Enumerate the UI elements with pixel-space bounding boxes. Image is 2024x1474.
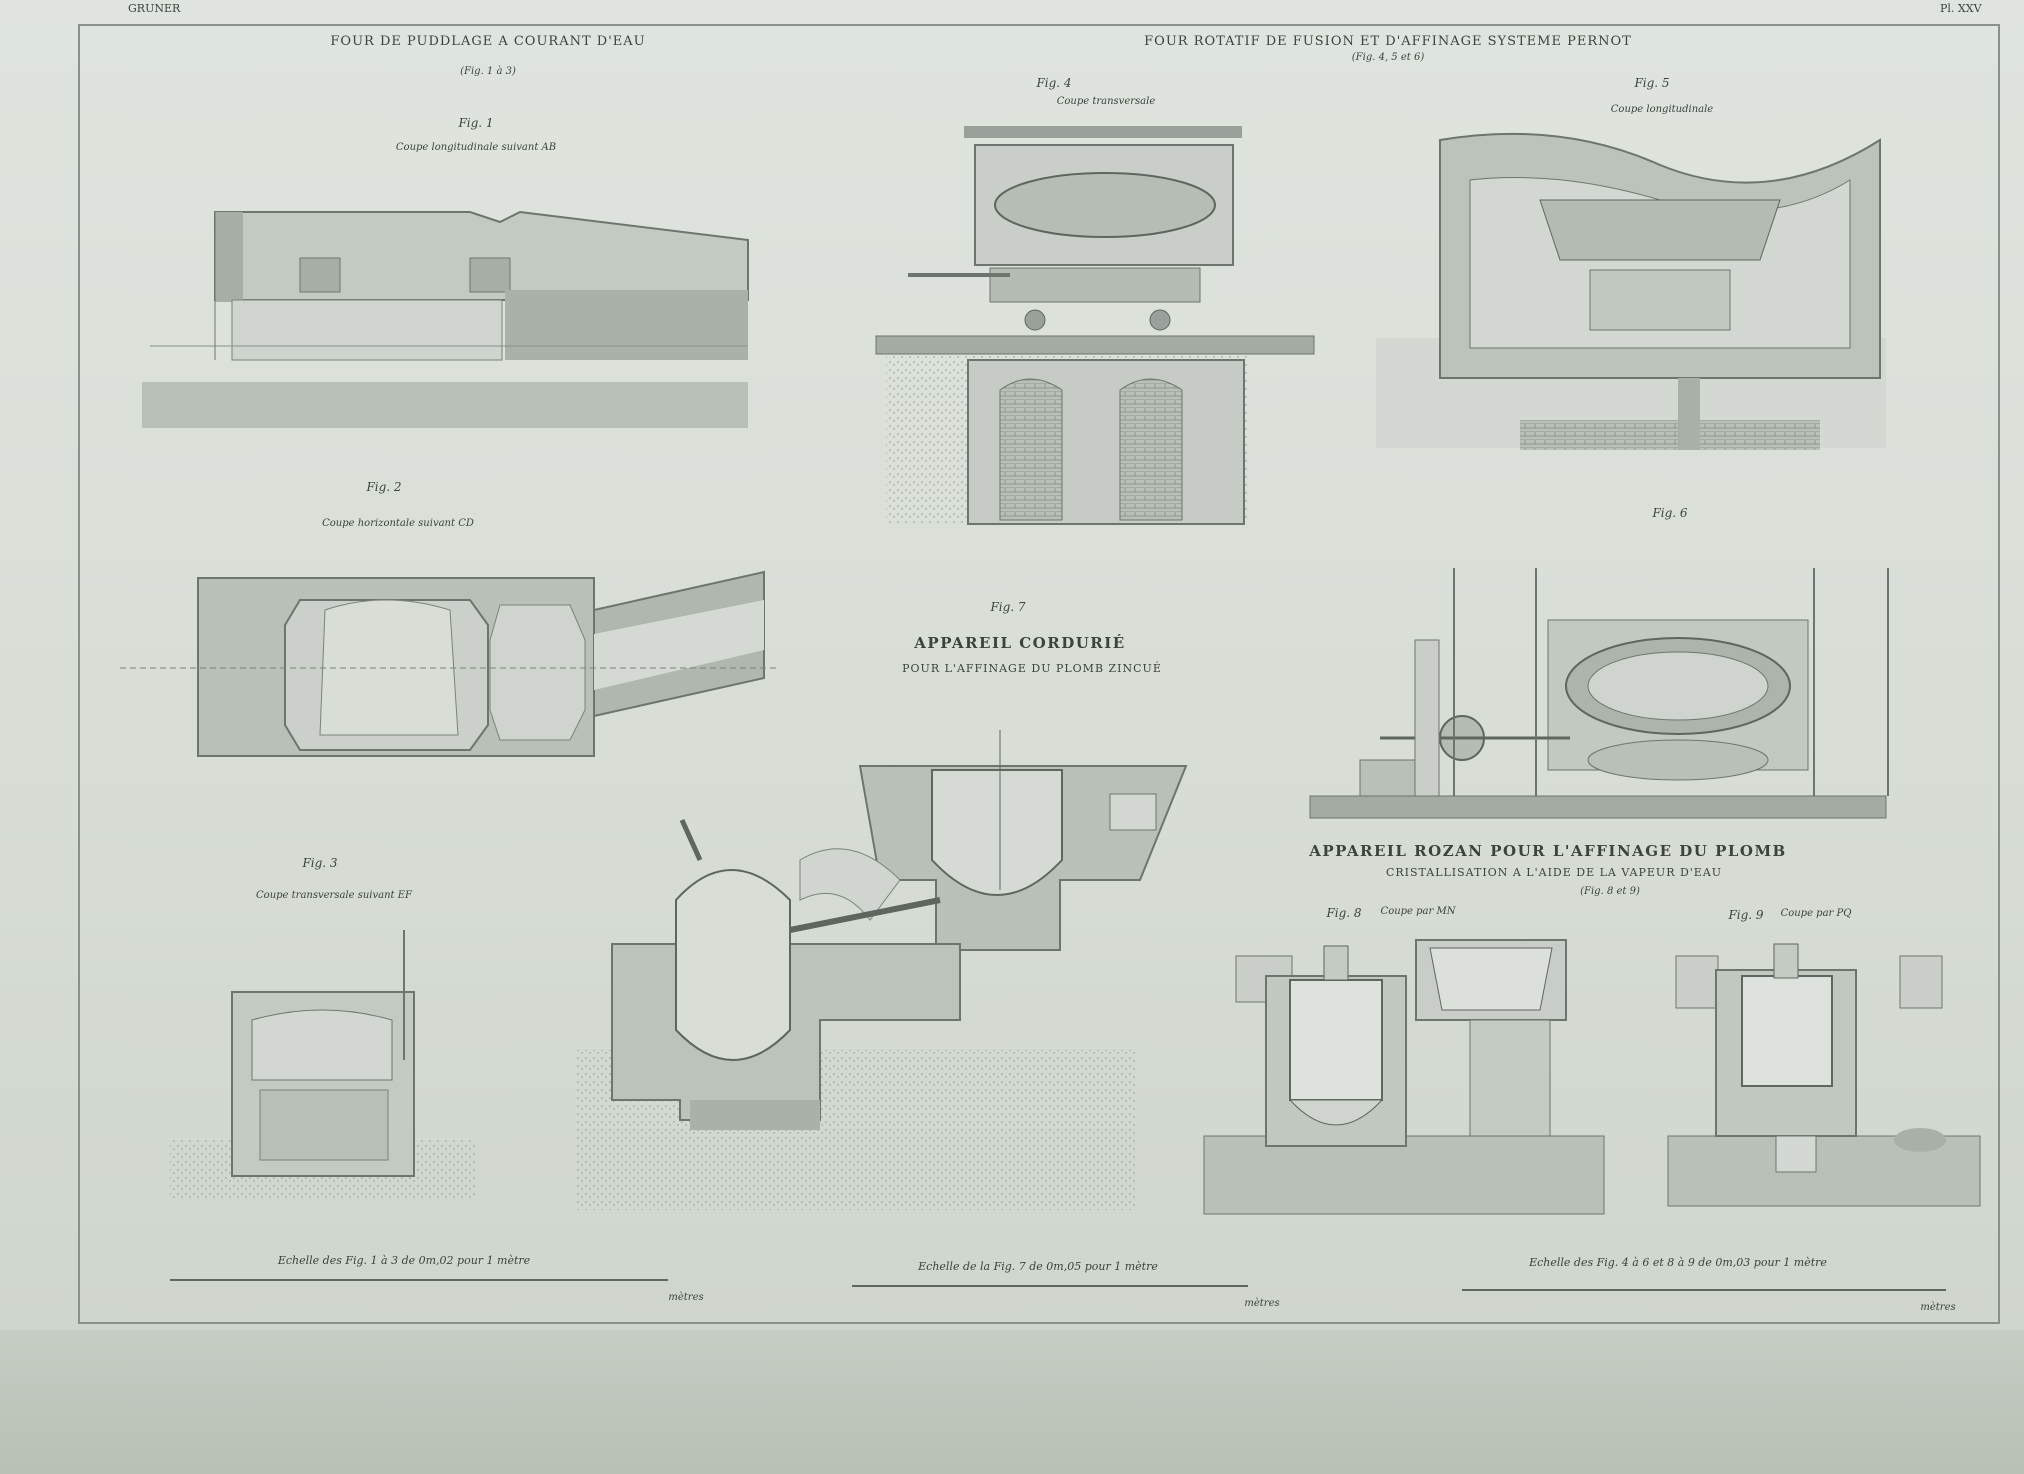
fig6-drawing: [1309, 568, 1889, 819]
fig2-label: Fig. 2: [366, 480, 402, 494]
scale-unit-3: mètres: [1920, 1302, 1956, 1313]
author-header: GRUNER: [128, 2, 181, 15]
fig9-caption: Coupe par PQ: [1780, 908, 1852, 919]
fig2-drawing: [120, 570, 780, 757]
rozan-figs: (Fig. 8 et 9): [1580, 886, 1640, 897]
table-shadow: [0, 1330, 2024, 1474]
rotary-furnace-figs: (Fig. 4, 5 et 6): [1351, 52, 1425, 63]
puddling-furnace-title: FOUR DE PUDDLAGE A COURANT D'EAU: [330, 34, 646, 49]
rozan-title: APPAREIL ROZAN POUR L'AFFINAGE DU PLOMB: [1309, 842, 1787, 860]
fig7-drawing: [576, 730, 1188, 1210]
plate-border: [78, 24, 2000, 1324]
fig2-caption: Coupe horizontale suivant CD: [322, 518, 474, 529]
fig1-label: Fig. 1: [458, 116, 494, 130]
fig1-drawing: [142, 210, 749, 428]
fig4-caption: Coupe transversale: [1056, 96, 1156, 107]
scale-unit-2: mètres: [1244, 1298, 1280, 1309]
scale-caption-figs-1-3: Echelle des Fig. 1 à 3 de 0m,02 pour 1 m…: [277, 1254, 531, 1267]
cordurie-subtitle: POUR L'AFFINAGE DU PLOMB ZINCUÉ: [902, 662, 1162, 675]
fig8-caption: Coupe par MN: [1380, 906, 1456, 917]
scale-unit-1: mètres: [668, 1292, 704, 1303]
fig8-label: Fig. 8: [1326, 906, 1362, 920]
fig5-drawing: [1376, 132, 1886, 450]
fig9-drawing: [1667, 943, 1981, 1207]
fig4-drawing: [875, 126, 1315, 525]
fig9-label: Fig. 9: [1728, 908, 1764, 922]
scale-caption-figs-4-9: Echelle des Fig. 4 à 6 et 8 à 9 de 0m,03…: [1529, 1256, 1827, 1269]
fig3-caption: Coupe transversale suivant EF: [256, 890, 412, 901]
fig5-label: Fig. 5: [1634, 76, 1670, 90]
fig7-label: Fig. 7: [990, 600, 1026, 614]
fig3-label: Fig. 3: [302, 856, 338, 870]
cordurie-title: APPAREIL CORDURIÉ: [914, 634, 1126, 652]
fig5-caption: Coupe longitudinale: [1610, 104, 1714, 115]
puddling-furnace-figs: (Fig. 1 à 3): [460, 66, 516, 77]
scale-bars: [170, 1279, 1946, 1291]
scale-caption-fig-7: Echelle de la Fig. 7 de 0m,05 pour 1 mèt…: [918, 1260, 1158, 1273]
rotary-furnace-title: FOUR ROTATIF DE FUSION ET D'AFFINAGE SYS…: [1144, 34, 1632, 49]
fig4-label: Fig. 4: [1036, 76, 1072, 90]
plate-number: Pl. XXV: [1940, 2, 1982, 15]
fig8-drawing: [1203, 939, 1605, 1215]
fig1-caption: Coupe longitudinale suivant AB: [395, 142, 557, 153]
fig3-drawing: [170, 930, 476, 1200]
fig6-label: Fig. 6: [1652, 506, 1688, 520]
rozan-subtitle: CRISTALLISATION A L'AIDE DE LA VAPEUR D'…: [1385, 866, 1723, 879]
